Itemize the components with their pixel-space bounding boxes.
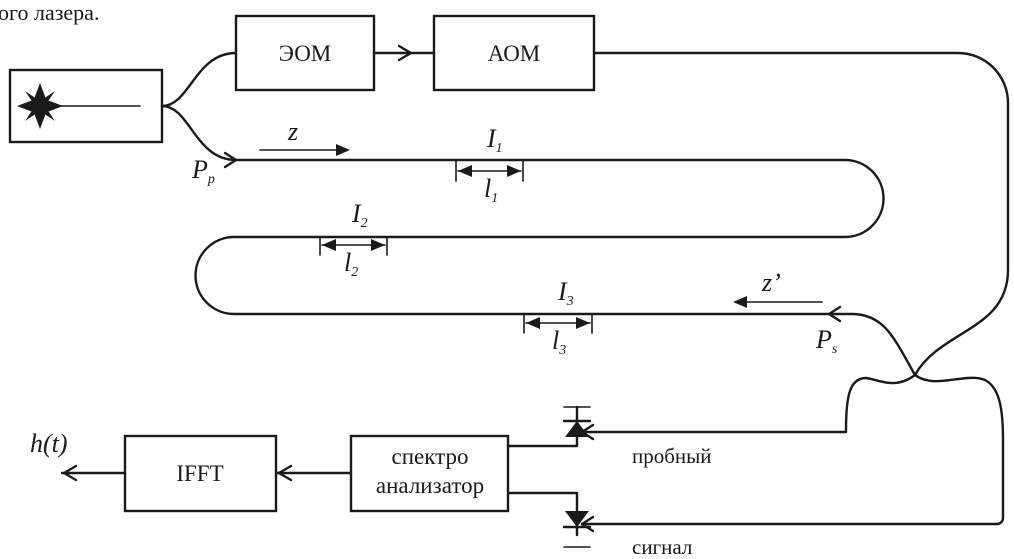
ifft-output-arrow	[62, 464, 78, 482]
aom-label: АОМ	[488, 41, 541, 66]
i1-label: I1	[486, 124, 503, 156]
coupler-lower	[580, 373, 917, 434]
probe-output-label: пробный	[632, 444, 712, 468]
signal-detector-arrow	[580, 515, 595, 533]
analyzer-label-line2: анализатор	[376, 473, 484, 498]
i3-label: I3	[557, 277, 574, 309]
ps-label: Ps	[815, 325, 838, 357]
z-label: z	[287, 117, 298, 146]
splitter-upper	[160, 51, 238, 108]
l1-label: l1	[484, 174, 498, 206]
signal-photodiode	[562, 495, 592, 548]
analyzer-label-line1: спектро	[392, 444, 469, 469]
ifft-label: IFFT	[176, 461, 223, 486]
signal-detector-lead	[506, 491, 579, 499]
sensing-fiber	[194, 158, 917, 377]
l2-label: l2	[344, 248, 358, 280]
spectrum-analyzer-block	[349, 434, 510, 513]
segment-2: I2 l2	[319, 199, 388, 280]
segment-3: I3 l3	[523, 277, 593, 358]
segment-1: I1 l1	[455, 124, 524, 206]
signal-output-label: сигнал	[632, 535, 692, 559]
eom-to-aom-arrow	[397, 44, 413, 62]
coupler-right-arm	[580, 373, 1005, 526]
laser-source	[8, 68, 164, 144]
probe-detector-lead	[506, 442, 579, 448]
output-label: h(t)	[30, 429, 68, 458]
probe-fiber	[592, 51, 1010, 377]
stokes-arrow	[827, 305, 842, 323]
probe-photodiode	[562, 405, 592, 446]
z-arrow-head	[336, 144, 350, 156]
l3-label: l3	[552, 326, 566, 358]
laser-star-icon	[17, 83, 63, 129]
i2-label: I2	[351, 199, 368, 231]
z-prime-arrow-head	[733, 296, 747, 308]
pp-label: Pp	[191, 155, 215, 187]
z-prime-label: z’	[761, 268, 781, 297]
eom-block	[234, 14, 376, 92]
eom-label: ЭОМ	[279, 41, 332, 66]
aom-block	[432, 14, 596, 92]
analyzer-to-ifft-arrow	[277, 464, 293, 482]
caption-fragment: ого лазера.	[0, 0, 99, 25]
splitter-lower	[160, 104, 238, 162]
ifft-block	[123, 434, 278, 513]
